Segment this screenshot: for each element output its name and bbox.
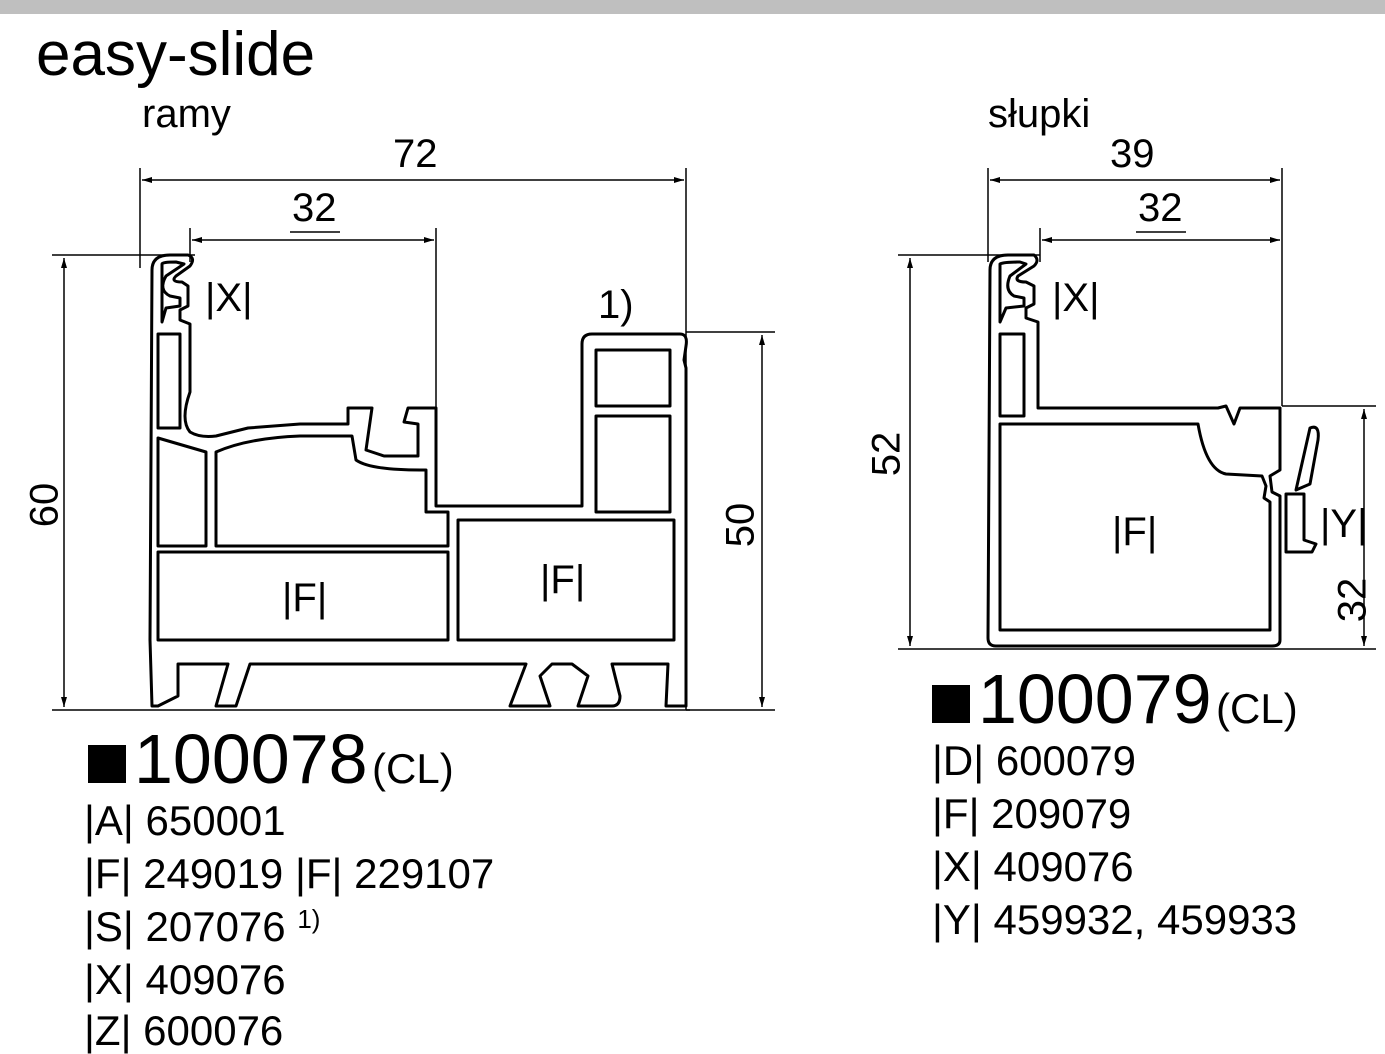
frame-chamber-inner <box>214 434 450 548</box>
page-title: easy-slide <box>36 20 316 89</box>
frame-spec-s-text: |S| 207076 <box>84 903 286 950</box>
frame-chamber-mid <box>156 436 208 548</box>
frame-spec-s: |S| 207076 1) <box>84 906 320 948</box>
frame-code: 100078 <box>134 720 368 798</box>
frame-section-label: ramy <box>142 92 231 136</box>
post-code: 100079 <box>978 660 1212 738</box>
dim-label-60: 60 <box>22 482 67 528</box>
color-square-icon <box>88 745 126 783</box>
chamber-label-f-right: |F| <box>540 558 586 602</box>
chamber-label-x-left: |X| <box>205 276 253 320</box>
post-spec-x: |X| 409076 <box>932 843 1134 890</box>
post-chamber-top <box>998 260 1028 324</box>
post-outline <box>986 253 1282 648</box>
dim-label-39: 39 <box>1110 132 1155 176</box>
frame-chamber-top <box>160 260 186 324</box>
dim-label-72: 72 <box>393 132 438 176</box>
frame-code-line: 100078 (CL) <box>88 724 454 794</box>
chamber-label-f-post: |F| <box>1112 510 1158 554</box>
post-section-label: słupki <box>988 92 1091 136</box>
color-square-icon <box>932 685 970 723</box>
frame-chamber-right-top <box>594 348 672 408</box>
dim-label-52: 52 <box>864 431 909 477</box>
dim-label-50: 50 <box>718 502 763 548</box>
post-profile-drawing <box>898 168 1376 650</box>
frame-code-suffix: (CL) <box>372 745 454 792</box>
post-chamber-f <box>998 422 1272 632</box>
post-code-line: 100079 (CL) <box>932 664 1298 734</box>
frame-chamber-right-mid <box>594 414 672 514</box>
post-spec-y: |Y| 459932, 459933 <box>932 896 1298 943</box>
frame-profile-drawing <box>52 168 775 711</box>
dim-label-32-left: 32 <box>292 186 337 230</box>
post-seal-hook <box>1294 425 1320 492</box>
post-spec-d: |D| 600079 <box>932 737 1136 784</box>
frame-spec-f: |F| 249019 |F| 229107 <box>84 850 495 897</box>
frame-chamber-f2 <box>456 518 676 642</box>
frame-chamber-side <box>156 332 182 430</box>
chamber-label-f-left: |F| <box>282 576 328 620</box>
frame-spec-x: |X| 409076 <box>84 956 286 1003</box>
dim-label-32-vert: 32 <box>1330 577 1375 623</box>
post-spec-f: |F| 209079 <box>932 790 1132 837</box>
chamber-label-x-right: |X| <box>1052 276 1100 320</box>
chamber-label-y: |Y| <box>1320 502 1368 546</box>
frame-spec-note: 1) <box>297 904 321 934</box>
frame-outline <box>148 253 688 708</box>
dim-label-32-right: 32 <box>1138 186 1183 230</box>
post-code-suffix: (CL) <box>1216 685 1298 732</box>
post-seal-y <box>1284 492 1318 554</box>
frame-spec-a: |A| 650001 <box>84 797 286 844</box>
frame-chamber-f1 <box>156 550 450 642</box>
note-1-label: 1) <box>598 283 634 327</box>
post-chamber-side <box>998 332 1026 418</box>
frame-spec-z: |Z| 600076 <box>84 1007 284 1054</box>
top-bar <box>0 0 1385 14</box>
